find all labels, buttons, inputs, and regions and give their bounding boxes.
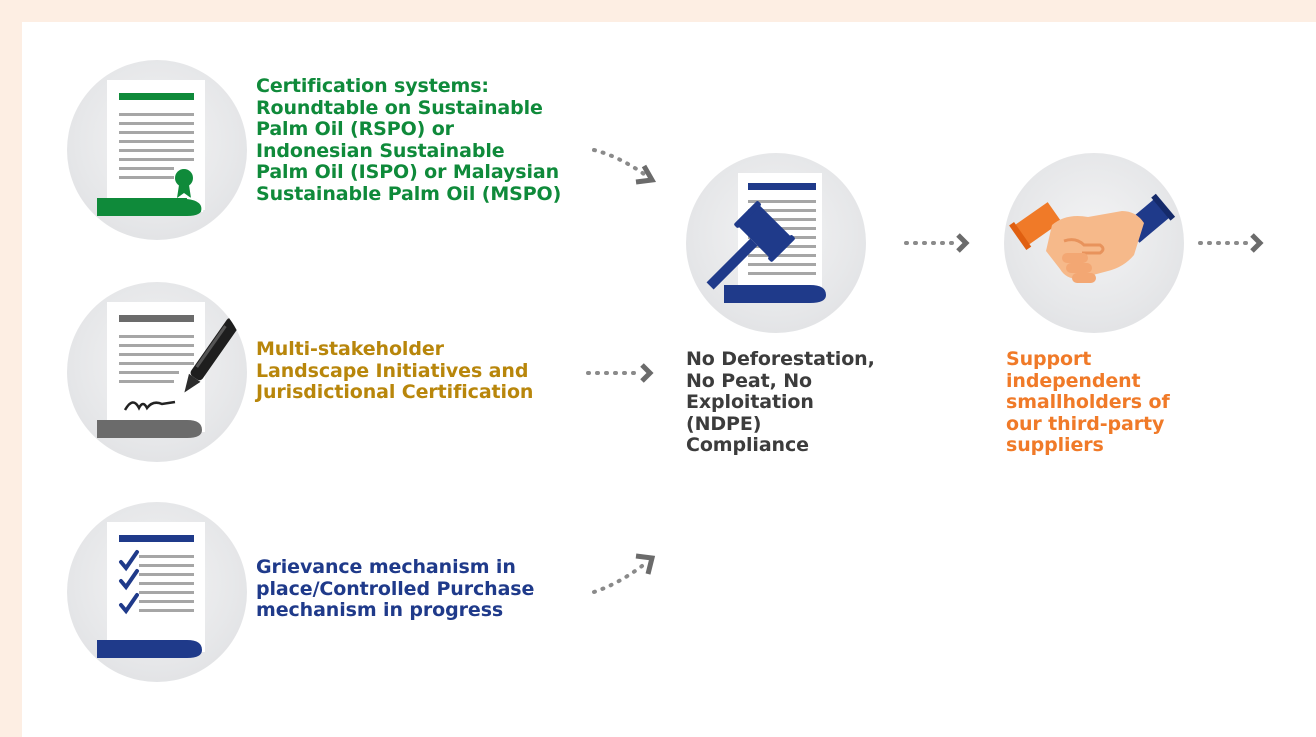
certification-line-6: Sustainable Palm Oil (MSPO) [256, 182, 562, 205]
ndpe-line-5: Compliance [686, 434, 809, 456]
ndpe-line-3: Exploitation [686, 391, 814, 413]
handshake-circle [1004, 153, 1184, 333]
grievance-line-1: Grievance mechanism in [256, 556, 516, 578]
smallholders-line-4: our third-party [1006, 412, 1165, 435]
grievance-label: Grievance mechanism in place/Controlled … [256, 556, 535, 622]
gavel-document-icon [706, 173, 826, 303]
landscape-line-2: Landscape Initiatives and [256, 359, 529, 382]
smallholders-line-3: smallholders of [1006, 391, 1170, 413]
certification-line-3: Palm Oil (RSPO) or [256, 118, 454, 140]
signed-document-icon [97, 302, 240, 438]
ndpe-line-4: (NDPE) [686, 412, 762, 435]
certificate-icon [97, 80, 205, 216]
smallholders-label: Support independent smallholders of our … [1006, 348, 1170, 457]
landscape-line-1: Multi-stakeholder [256, 338, 444, 360]
smallholders-line-1: Support [1006, 348, 1092, 370]
grievance-line-3: mechanism in progress [256, 599, 504, 621]
landscape-label: Multi-stakeholder Landscape Initiatives … [256, 338, 534, 404]
certification-line-2: Roundtable on Sustainable [256, 96, 543, 119]
certification-line-1: Certification systems: [256, 75, 489, 97]
certification-line-5: Palm Oil (ISPO) or Malaysian [256, 161, 560, 183]
checklist-icon [97, 522, 205, 658]
certification-line-4: Indonesian Sustainable [256, 139, 505, 162]
handshake-icon [1009, 193, 1176, 283]
arrow-smallholders-onward [1198, 233, 1264, 253]
smallholders-line-5: suppliers [1006, 434, 1104, 456]
certification-label: Certification systems: Roundtable on Sus… [256, 75, 562, 205]
checklist-circle [67, 502, 247, 682]
smallholders-line-2: independent [1006, 369, 1141, 392]
signed-document-circle [67, 282, 247, 462]
ndpe-line-2: No Peat, No [686, 369, 812, 392]
ndpe-label: No Deforestation, No Peat, No Exploitati… [686, 348, 875, 457]
gavel-document-circle [686, 153, 866, 333]
arrow-landscape-to-ndpe [586, 363, 654, 383]
certificate-circle [67, 60, 247, 240]
grievance-line-2: place/Controlled Purchase [256, 577, 535, 600]
ndpe-line-1: No Deforestation, [686, 348, 875, 370]
arrow-ndpe-to-smallholders [904, 233, 970, 253]
arrow-grievance-to-ndpe [592, 553, 656, 594]
arrow-certification-to-ndpe [592, 148, 657, 185]
landscape-line-3: Jurisdictional Certification [256, 381, 534, 403]
